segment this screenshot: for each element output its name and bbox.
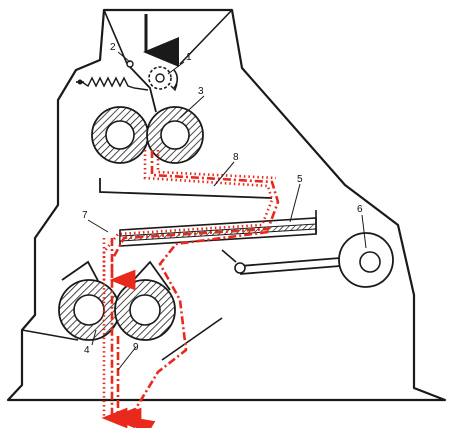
- label-3: 3: [198, 86, 204, 97]
- leader-lines: [87, 51, 367, 371]
- discharge-guide-right: [161, 317, 223, 361]
- label-1: 1: [186, 52, 192, 63]
- material-flow-paths: [101, 150, 280, 428]
- upper-grinding-rolls: [91, 106, 204, 164]
- feed-roller: [148, 66, 179, 92]
- lower-grinding-rolls: [58, 260, 176, 341]
- label-8: 8: [233, 152, 239, 163]
- sieve-upper-frame: [99, 178, 273, 199]
- feed-hopper: [103, 9, 233, 67]
- label-7: 7: [82, 210, 88, 221]
- label-2: 2: [110, 42, 116, 53]
- eccentric-drive: [221, 232, 394, 288]
- discharge-guide-left: [21, 329, 79, 341]
- label-6: 6: [357, 204, 363, 215]
- label-5: 5: [297, 174, 303, 185]
- label-9: 9: [133, 342, 139, 353]
- feed-gate: [76, 60, 157, 113]
- label-4: 4: [84, 345, 90, 356]
- sieve: [119, 210, 317, 247]
- machine-housing: [6, 8, 447, 402]
